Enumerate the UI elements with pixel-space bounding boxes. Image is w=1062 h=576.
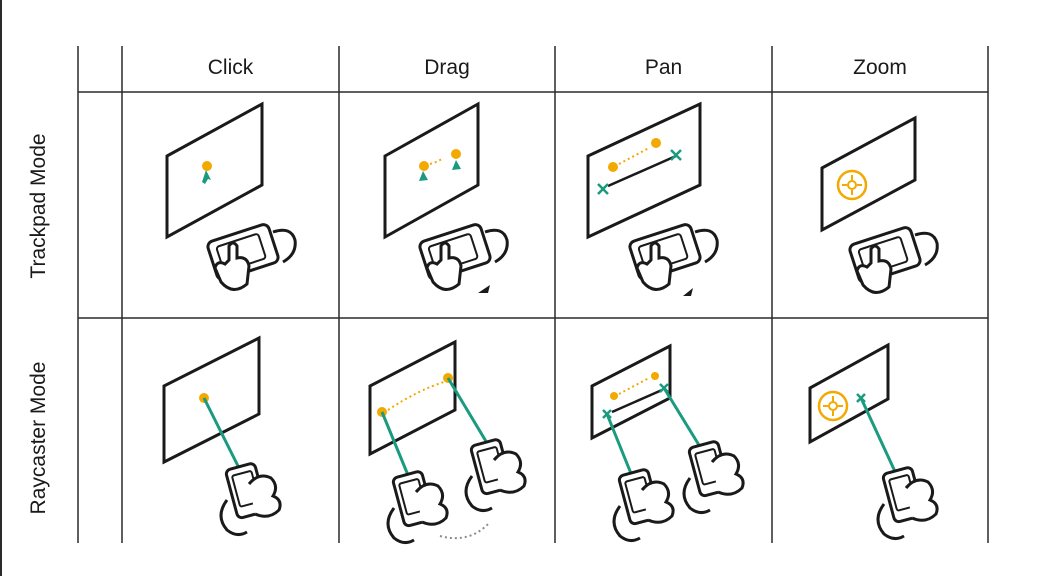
raycaster-drag-cell <box>368 339 527 545</box>
raycaster-click-cell <box>162 335 282 537</box>
trackpad-drag-cell <box>383 101 509 293</box>
raycaster-pan-cell <box>590 343 745 543</box>
raycaster-zoom-cell <box>808 342 939 541</box>
trackpad-zoom-cell <box>820 115 939 295</box>
left-border <box>0 0 2 576</box>
column-header-pan: Pan <box>644 56 683 79</box>
row-label-trackpad: Trackpad Mode <box>27 133 50 279</box>
trackpad-pan-cell <box>586 101 719 296</box>
row-label-raycaster: Raycaster Mode <box>27 361 50 515</box>
column-header-click: Click <box>207 56 254 79</box>
trackpad-click-cell <box>165 101 297 292</box>
column-header-drag: Drag <box>424 56 470 79</box>
column-header-zoom: Zoom <box>853 56 907 79</box>
